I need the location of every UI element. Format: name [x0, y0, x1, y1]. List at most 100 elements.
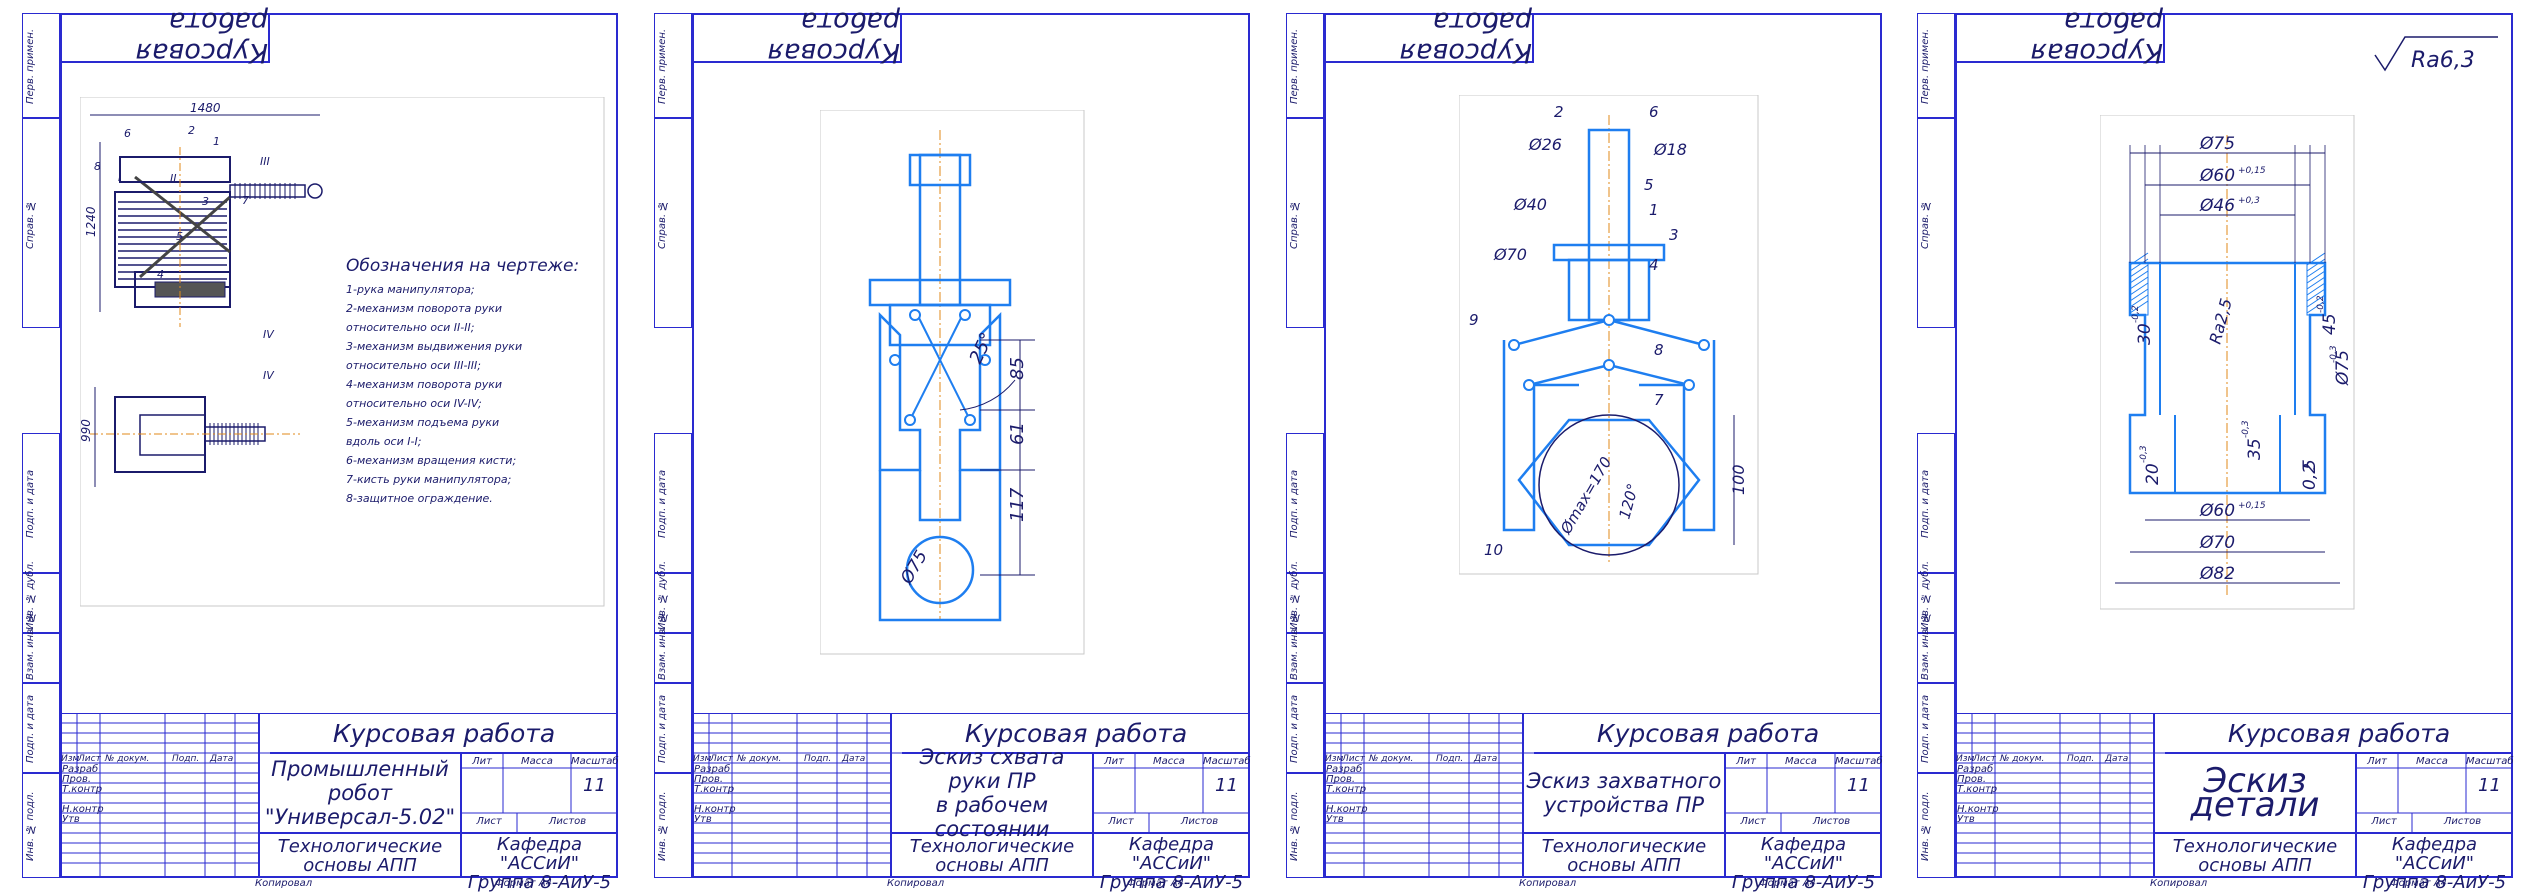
legend-line: 5-механизм подъема руки — [346, 416, 500, 429]
title-block-header: Масштаб — [1203, 756, 1251, 767]
column-header: Подп. — [172, 754, 200, 764]
title-block-header: Масштаб — [571, 756, 619, 767]
department: Технологические основы АПП — [2172, 835, 2338, 876]
role-label: Утв — [62, 814, 80, 825]
side-label: Справ. № — [657, 199, 668, 249]
top-stamp: Курсовая работа — [1955, 6, 2165, 68]
drawing-sheet: Курсовая работа Перв. примен. Справ. № Подп… — [632, 0, 1263, 892]
svg-text:1: 1 — [213, 135, 220, 148]
column-header: Изм — [693, 754, 712, 764]
role-label: Разраб — [694, 764, 731, 775]
svg-text:120°: 120° — [1615, 481, 1642, 521]
side-cell: Взам. инв. № — [654, 612, 692, 683]
svg-text:IV: IV — [263, 369, 275, 382]
title-block-header: Масса — [2416, 756, 2448, 767]
svg-text:5: 5 — [1644, 176, 1654, 194]
side-cell: Подп. и дата — [654, 433, 692, 573]
legend-line: 6-механизм вращения кисти; — [346, 454, 517, 467]
svg-text:+0,15: +0,15 — [2238, 501, 2266, 511]
side-cell: Перв. примен. — [22, 13, 60, 118]
column-header: Дата — [1474, 754, 1498, 764]
svg-text:Ø75: Ø75 — [897, 547, 932, 588]
sheet-number: 11 — [1215, 775, 1238, 796]
svg-text:45: 45 — [2320, 313, 2340, 335]
side-label: Справ. № — [1289, 199, 1300, 249]
side-label: Подп. и дата — [1289, 694, 1300, 764]
svg-text:7: 7 — [1654, 391, 1664, 409]
svg-text:30: 30 — [2135, 323, 2155, 345]
course-title: Курсовая работа — [2227, 718, 2451, 748]
svg-text:3: 3 — [1669, 226, 1679, 244]
svg-text:100: 100 — [1729, 464, 1748, 495]
copied-label: Копировал — [1519, 878, 1577, 889]
title-block-header: Листов — [1180, 816, 1219, 827]
legend-line: относительно оси III-III; — [346, 359, 481, 372]
role-label: Н.контр — [1957, 804, 1999, 815]
title-block-grid — [1955, 713, 2513, 878]
title-block-header: Масштаб — [1835, 756, 1883, 767]
role-label: Н.контр — [694, 804, 736, 815]
side-label: Взам. инв. № — [25, 611, 36, 681]
role-label: Утв — [694, 814, 712, 825]
legend-line: 1-рука манипулятора; — [346, 283, 475, 296]
side-label: Подп. и дата — [1920, 694, 1931, 764]
svg-text:-0,2: -0,2 — [2131, 305, 2141, 323]
svg-text:5: 5 — [176, 230, 183, 243]
side-label: Подп. и дата — [1920, 469, 1931, 539]
course-title: Курсовая работа — [964, 718, 1188, 748]
title-block-header: Листов — [1812, 816, 1851, 827]
side-cell: Инв. № подл. — [1286, 773, 1324, 878]
svg-text:117: 117 — [1007, 487, 1028, 522]
sheet-number: 11 — [583, 775, 606, 796]
svg-text:8: 8 — [94, 160, 101, 173]
svg-text:Ra6,3: Ra6,3 — [2411, 48, 2475, 73]
title-block-header: Лит — [2367, 756, 2387, 767]
role-label: Н.контр — [1326, 804, 1368, 815]
svg-text:1: 1 — [1649, 201, 1659, 219]
title-block-grid — [60, 713, 618, 878]
side-cell: Инв. № дубл. — [1917, 561, 1955, 633]
role-label: Пров. — [1326, 774, 1356, 785]
svg-text:61: 61 — [1007, 422, 1028, 445]
top-stamp-label: Курсовая работа — [2030, 6, 2163, 68]
svg-text:+0,3: +0,3 — [2238, 196, 2260, 206]
side-cell: Инв. № дубл. — [1286, 561, 1324, 633]
side-cell: Инв. № дубл. — [22, 561, 60, 633]
svg-text:Ømax=170: Ømax=170 — [1556, 454, 1615, 538]
title-block-header: Масса — [1785, 756, 1817, 767]
role-label: Т.контр — [1326, 784, 1367, 795]
title-block-header: Масштаб — [2466, 756, 2514, 767]
svg-text:8: 8 — [1654, 341, 1664, 359]
svg-text:-0,3: -0,3 — [2329, 345, 2339, 363]
department: Технологические основы АПП — [1541, 835, 1707, 876]
sheet-frame — [60, 13, 618, 878]
side-label: Справ. № — [25, 199, 36, 249]
role-label: Пров. — [1957, 774, 1987, 785]
roughness-symbol: Ra6,3 — [2373, 35, 2503, 84]
role-label: Пров. — [694, 774, 724, 785]
side-cell: Инв. № подл. — [1917, 773, 1955, 878]
role-label: Утв — [1326, 814, 1344, 825]
top-stamp: Курсовая работа — [1324, 6, 1534, 68]
role-label: Т.контр — [694, 784, 735, 795]
title-block-grid — [692, 713, 1250, 878]
side-label: Перв. примен. — [25, 28, 36, 105]
side-cell: Взам. инв. № — [22, 611, 60, 683]
top-stamp-label: Курсовая работа — [135, 6, 268, 68]
side-cell: Подп. и дата — [22, 683, 60, 773]
side-margin-stamps: Перв. примен. Справ. № Подп. и дата Инв. № … — [22, 13, 60, 878]
svg-text:3: 3 — [202, 195, 209, 208]
column-header: Изм — [1325, 754, 1344, 764]
column-header: Лист — [1342, 754, 1365, 764]
svg-text:5: 5 — [2300, 459, 2320, 470]
legend-title: Обозначения на чертеже: — [346, 256, 580, 276]
sheet-frame — [1324, 13, 1882, 878]
side-cell: Перв. примен. — [654, 13, 692, 118]
side-label: Инв. № подл. — [1289, 791, 1300, 862]
